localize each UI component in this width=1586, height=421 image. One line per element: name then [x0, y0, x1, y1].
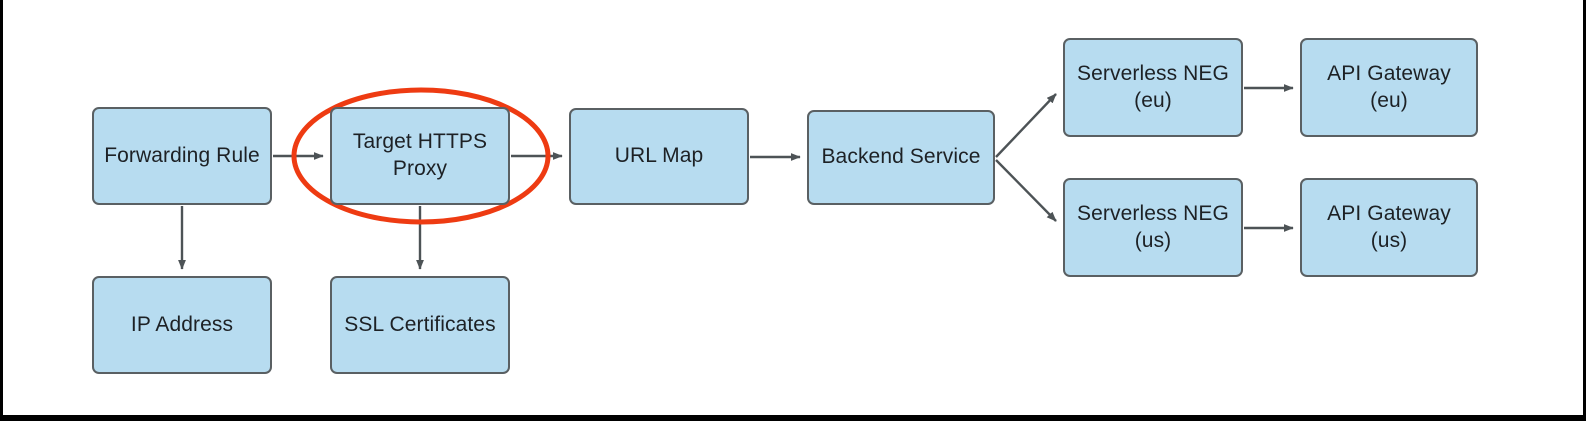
node-forwarding-rule[interactable]: Forwarding Rule — [92, 107, 272, 205]
node-label-url-map: URL Map — [614, 144, 704, 168]
node-label-ip-address: IP Address — [130, 312, 234, 336]
node-backend-service[interactable]: Backend Service — [807, 110, 995, 205]
node-serverless-neg-us[interactable]: Serverless NEG (us) — [1063, 178, 1243, 277]
node-label-backend-service: Backend Service — [821, 145, 981, 169]
node-label-api-gateway-eu: API Gateway (eu) — [1327, 61, 1451, 112]
node-label-serverless-neg-us: Serverless NEG (us) — [1077, 201, 1229, 252]
node-ssl-certificates[interactable]: SSL Certificates — [330, 276, 510, 374]
node-api-gateway-us[interactable]: API Gateway (us) — [1300, 178, 1478, 277]
node-ip-address[interactable]: IP Address — [92, 276, 272, 374]
node-label-api-gateway-us: API Gateway (us) — [1327, 201, 1451, 252]
node-url-map[interactable]: URL Map — [569, 108, 749, 205]
node-api-gateway-eu[interactable]: API Gateway (eu) — [1300, 38, 1478, 137]
node-serverless-neg-eu[interactable]: Serverless NEG (eu) — [1063, 38, 1243, 137]
edge-backend-service-to-serverless-neg-us — [995, 159, 1057, 222]
edge-backend-service-to-serverless-neg-eu — [995, 93, 1057, 158]
node-label-serverless-neg-eu: Serverless NEG (eu) — [1077, 61, 1229, 112]
node-label-target-https-proxy: Target HTTPS Proxy — [352, 130, 488, 180]
node-label-ssl-certificates: SSL Certificates — [344, 312, 496, 336]
node-label-forwarding-rule: Forwarding Rule — [104, 143, 260, 167]
node-target-https-proxy[interactable]: Target HTTPS Proxy — [330, 107, 510, 205]
